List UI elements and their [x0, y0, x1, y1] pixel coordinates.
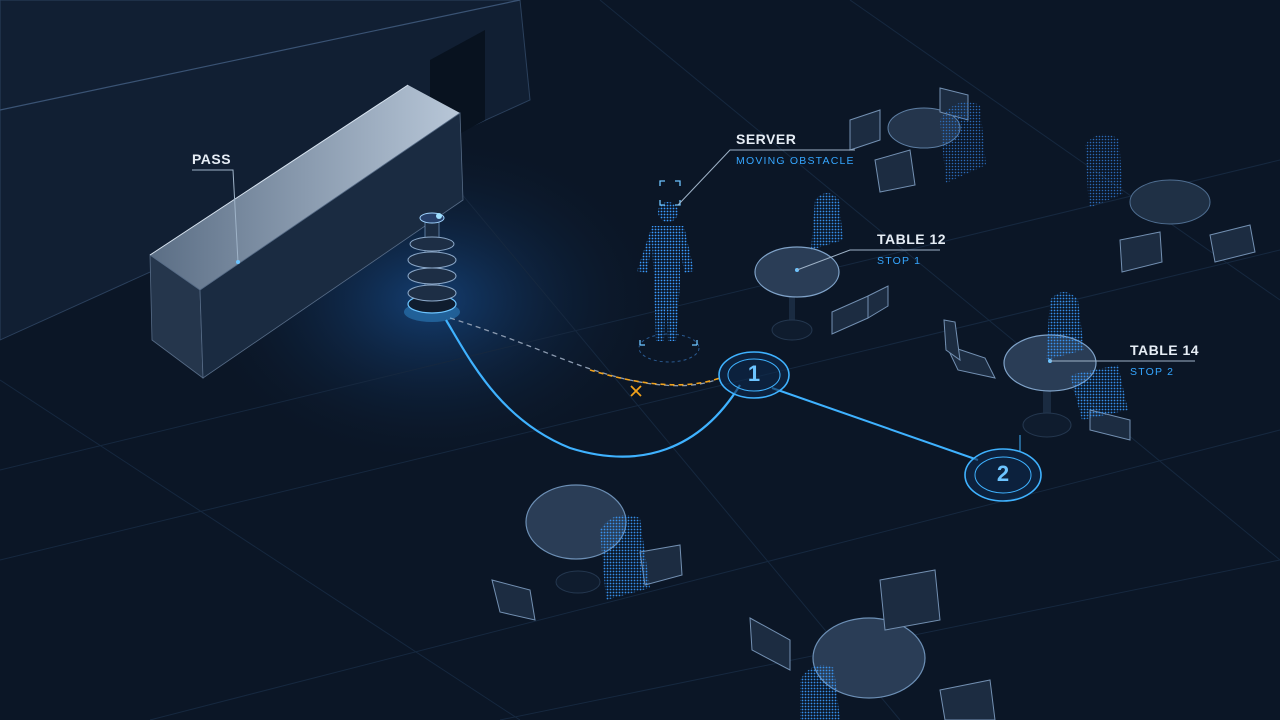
blocked-route	[449, 317, 721, 387]
server-label: SERVER	[736, 131, 797, 147]
table-leaders	[796, 249, 1195, 362]
x-mark-icon	[630, 385, 642, 397]
active-route	[445, 319, 741, 458]
seated-guests	[600, 102, 1128, 720]
server-leader	[677, 149, 855, 206]
table-12-label: TABLE 12	[877, 231, 947, 247]
server-sub-label: MOVING OBSTACLE	[736, 155, 855, 167]
table-14-stop-label: STOP 2	[1130, 366, 1175, 378]
pass-label: PASS	[192, 151, 232, 167]
blocked-route-segment	[589, 369, 721, 386]
waypoint-2-number: 2	[996, 461, 1010, 486]
waypoint-1	[718, 351, 790, 399]
table-back	[887, 107, 1211, 225]
table-14-label: TABLE 14	[1130, 342, 1200, 358]
delivery-robot-icon	[404, 212, 460, 322]
table-12-stop-label: STOP 1	[877, 255, 922, 267]
table-12	[754, 246, 840, 341]
pass-leader	[192, 169, 240, 264]
pass-counter	[149, 84, 464, 379]
table-front-right	[812, 617, 926, 699]
route-segment-1-2	[771, 387, 979, 461]
waypoint-2	[964, 448, 1042, 502]
waypoint-1-number: 1	[747, 361, 761, 386]
person-hologram-icon	[637, 180, 700, 363]
